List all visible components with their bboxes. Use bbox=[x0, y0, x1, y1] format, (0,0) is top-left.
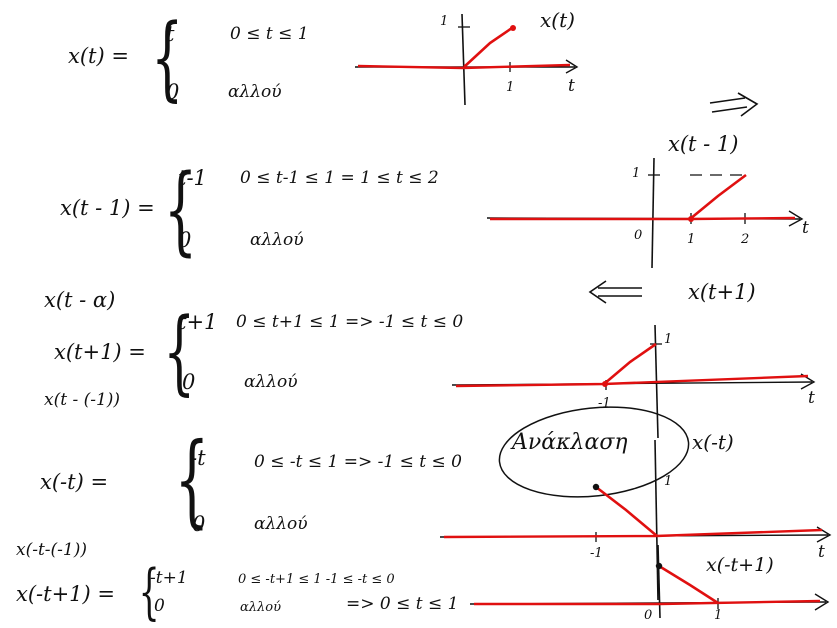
eq3-case1-cond: 0 ≤ t+1 ≤ 1 => -1 ≤ t ≤ 0 bbox=[236, 312, 464, 332]
graph2-y-axis bbox=[651, 157, 655, 269]
reflection-circle bbox=[498, 406, 690, 498]
graph-1 bbox=[355, 13, 579, 106]
graph3-start-dot bbox=[602, 381, 608, 387]
graph3-axis-label: t bbox=[808, 388, 815, 408]
graph4-start-dot bbox=[592, 483, 600, 491]
graph3-signal-ramp bbox=[603, 342, 657, 385]
graph3-ytick-label: 1 bbox=[664, 332, 673, 347]
eq5-case1-cond: 0 ≤ -t+1 ≤ 1 -1 ≤ -t ≤ 0 bbox=[238, 572, 395, 587]
graph1-signal-zero bbox=[357, 63, 571, 70]
eq2-case1-expr: t-1 bbox=[178, 166, 207, 190]
eq4-lhs: x(-t) = bbox=[40, 470, 109, 494]
eq1-case1-cond: 0 ≤ t ≤ 1 bbox=[230, 24, 309, 44]
eq5-lhs: x(-t+1) = bbox=[16, 582, 115, 606]
eq1-case1-expr: t bbox=[166, 22, 175, 46]
eq1-case2-expr: 0 bbox=[166, 80, 180, 104]
graph5-signal-zero bbox=[474, 599, 821, 606]
eq2-case1-cond: 0 ≤ t-1 ≤ 1 = 1 ≤ t ≤ 2 bbox=[240, 168, 439, 188]
graph2-signal-zero bbox=[490, 216, 796, 221]
graph-3 bbox=[451, 324, 816, 439]
graph2-xtick2-label: 2 bbox=[741, 232, 750, 247]
eq1-lhs: x(t) = bbox=[68, 44, 129, 68]
graph2-arrow-icon bbox=[788, 210, 804, 227]
graph1-xtick-label: 1 bbox=[506, 80, 515, 95]
graph4-axis-label: t bbox=[818, 542, 825, 562]
implies-arrow-icon bbox=[709, 92, 759, 117]
graph2-signal-ramp bbox=[689, 173, 747, 221]
graph1-end-dot bbox=[510, 25, 516, 31]
graph2-axis-label: t bbox=[802, 218, 809, 238]
eq2-brace: { bbox=[163, 154, 198, 266]
eq2-case2-expr: 0 bbox=[178, 228, 192, 252]
shift-note: x(t - α) bbox=[44, 288, 116, 312]
graph3-xtick-label: -1 bbox=[598, 396, 611, 411]
eq3-lhs: x(t+1) = bbox=[54, 340, 146, 364]
graph4-ytick-label: 1 bbox=[664, 474, 673, 489]
eq4-case1-cond: 0 ≤ -t ≤ 1 => -1 ≤ t ≤ 0 bbox=[254, 452, 462, 472]
eq5-brace: { bbox=[138, 557, 160, 627]
graph5-signal-ramp bbox=[658, 564, 719, 605]
graph2-ytick-label: 1 bbox=[632, 166, 641, 181]
graph3-title: x(t+1) bbox=[688, 280, 756, 304]
graph4-y-axis bbox=[654, 439, 659, 601]
eq4-case2-cond: αλλού bbox=[254, 514, 308, 534]
graph1-arrow-icon bbox=[565, 59, 579, 74]
eq4-case1-expr: -t bbox=[190, 446, 206, 470]
graph1-title: x(t) bbox=[540, 8, 575, 32]
graph5-arrow-icon bbox=[814, 593, 830, 611]
eq1-case2-cond: αλλού bbox=[228, 82, 282, 102]
graph1-axis-label: t bbox=[568, 76, 575, 96]
graph4-title: x(-t) bbox=[692, 430, 734, 454]
eq5-lhs-note: x(-t-(-1)) bbox=[16, 540, 87, 560]
reflection-label: Ανάκλαση bbox=[512, 430, 628, 455]
eq3-case2-cond: αλλού bbox=[244, 372, 298, 392]
graph4-signal-ramp bbox=[595, 485, 658, 537]
graph-5 bbox=[469, 544, 830, 619]
graph1-y-axis bbox=[461, 13, 466, 106]
graph1-ytick-label: 1 bbox=[440, 14, 449, 29]
eq5-case1-expr: -t+1 bbox=[150, 568, 188, 588]
graph3-signal-zero bbox=[455, 374, 809, 388]
graph5-origin-label: 0 bbox=[644, 608, 653, 623]
graph5-start-dot bbox=[655, 562, 663, 570]
eq3-case2-expr: 0 bbox=[182, 370, 196, 394]
eq4-brace: { bbox=[174, 421, 210, 538]
eq3-brace: { bbox=[163, 298, 196, 405]
eq2-case2-cond: αλλού bbox=[250, 230, 304, 250]
eq5-result: => 0 ≤ t ≤ 1 bbox=[346, 594, 459, 614]
left-arrow-icon bbox=[588, 280, 642, 304]
graph4-xtick-label: -1 bbox=[590, 546, 603, 561]
graph2-origin-label: 0 bbox=[634, 228, 643, 243]
eq3-lhs-alt: x(t - (-1)) bbox=[44, 390, 121, 410]
eq2-lhs: x(t - 1) = bbox=[60, 196, 155, 220]
graph5-y-axis bbox=[657, 544, 661, 619]
eq5-case2-expr: 0 bbox=[154, 596, 165, 616]
graph2-title: x(t - 1) bbox=[668, 132, 739, 156]
eq3-case1-expr: t+1 bbox=[178, 310, 218, 334]
graph1-signal-ramp bbox=[463, 26, 513, 68]
graph2-start-dot bbox=[688, 216, 694, 222]
graph2-xtick1-label: 1 bbox=[687, 232, 696, 247]
graph-4 bbox=[439, 406, 832, 601]
graph-2 bbox=[486, 157, 804, 269]
eq1-brace: { bbox=[151, 4, 184, 111]
eq5-case2-cond: αλλού bbox=[240, 600, 281, 615]
graph5-xtick-label: 1 bbox=[714, 608, 723, 623]
eq4-case2-expr: 0 bbox=[192, 512, 206, 536]
graph5-title: x(-t+1) bbox=[706, 554, 774, 576]
